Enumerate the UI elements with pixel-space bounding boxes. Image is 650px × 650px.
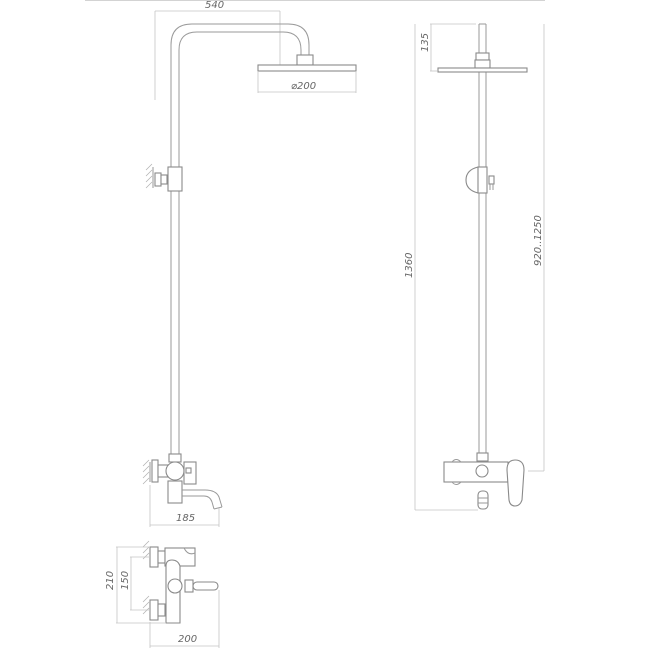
side-view: 135 1360 920..1250 <box>404 23 545 511</box>
dim-spout-reach: 185 <box>176 513 195 524</box>
front-view: 540 ⌀200 <box>142 0 357 527</box>
front-mixer <box>142 453 223 510</box>
dim-adjustable-height: 920..1250 <box>533 215 544 266</box>
mixer-lever <box>506 459 525 507</box>
dim-head-height: 135 <box>420 33 431 52</box>
dim-head-diameter: ⌀200 <box>291 81 316 92</box>
mixer-top-view: 210 150 200 <box>105 540 220 648</box>
dim-mixer-height: 210 <box>105 571 116 590</box>
dim-mixer-depth: 200 <box>178 634 197 645</box>
dim-mixer-centers: 150 <box>120 571 131 590</box>
upper-wall-bracket <box>145 163 183 192</box>
shower-head-side <box>437 67 528 73</box>
shower-head-front <box>257 64 357 72</box>
dim-total-height: 1360 <box>404 253 415 278</box>
dim-overall-width: 540 <box>205 0 224 11</box>
